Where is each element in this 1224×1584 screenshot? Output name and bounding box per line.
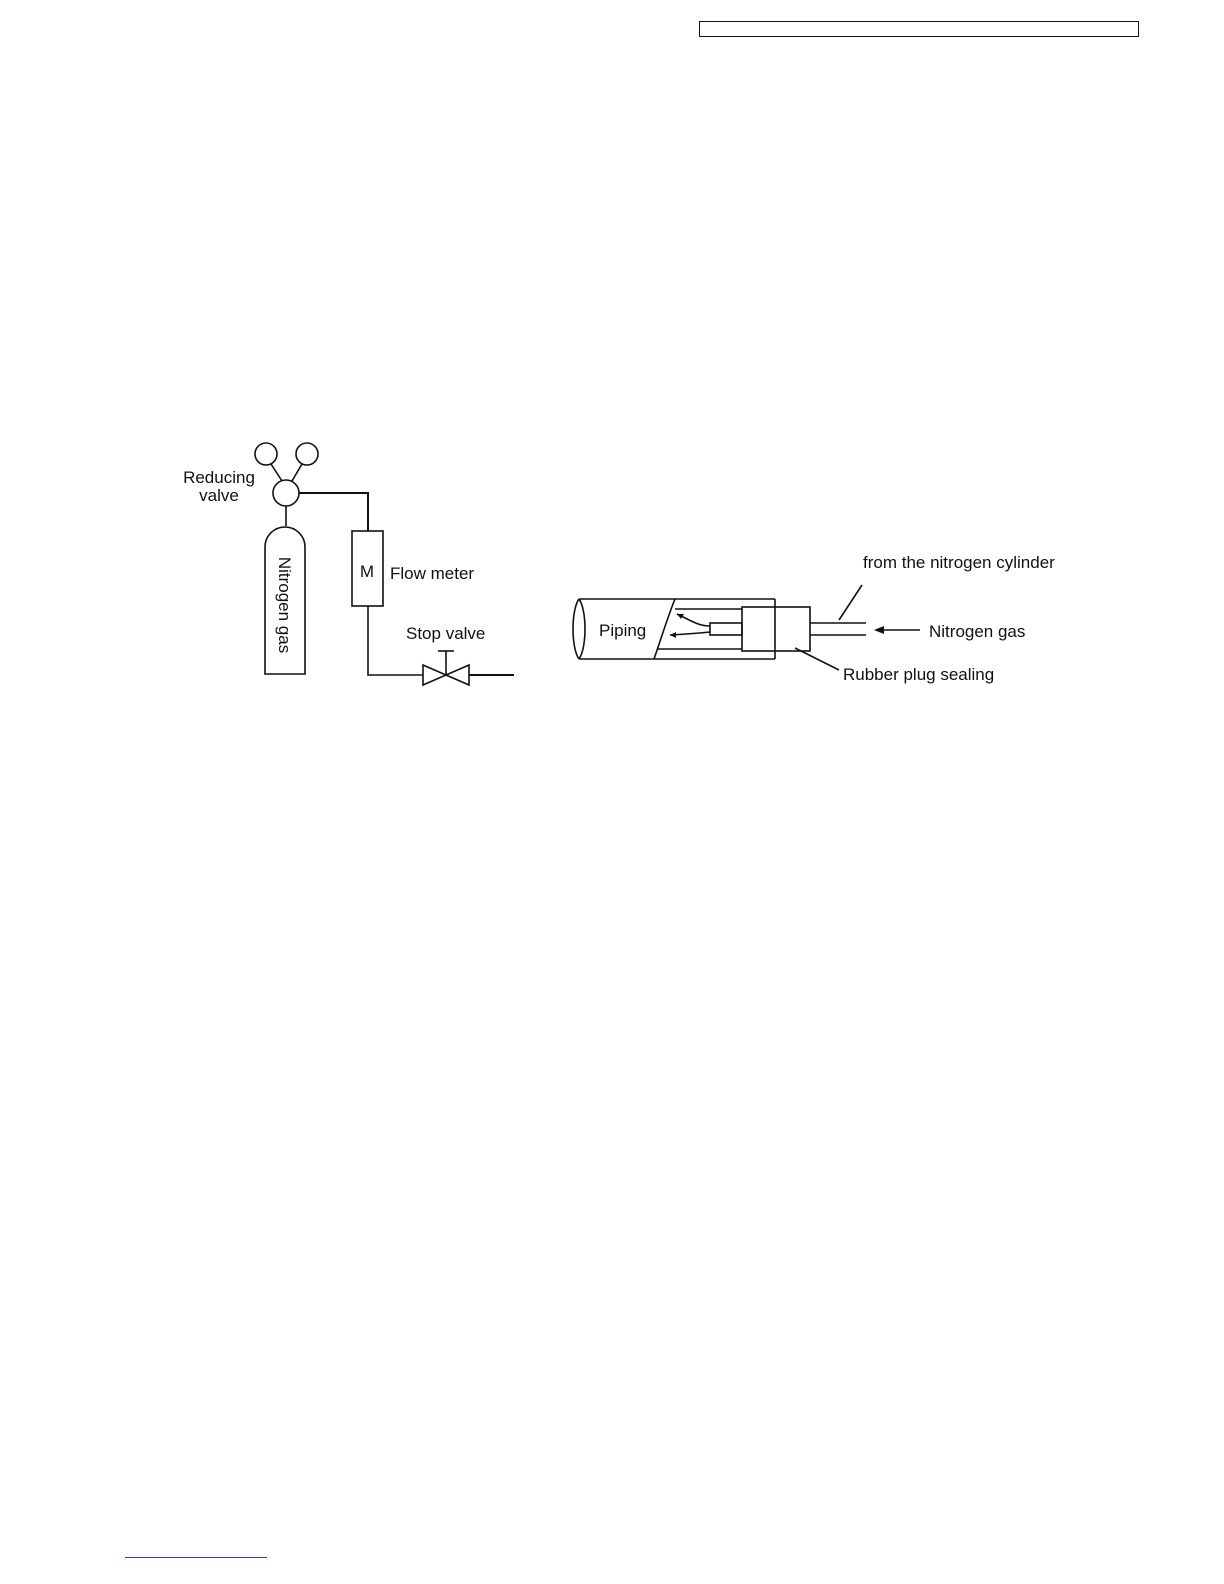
footer-link-underline[interactable] [125, 1557, 267, 1558]
pipe-cutaway [654, 599, 675, 659]
reducing-valve-label-line1: Reducing [183, 468, 255, 487]
piping-label: Piping [599, 621, 646, 640]
nitrogen-gas-arrow-label: Nitrogen gas [929, 622, 1025, 641]
rubber-plug-label: Rubber plug sealing [843, 665, 994, 684]
nozzle [710, 623, 742, 635]
meter-symbol: M [360, 562, 374, 581]
pipe-break-left [573, 599, 579, 659]
gauge-stem-left [271, 464, 282, 481]
rubber-plug [742, 607, 810, 651]
nitrogen-gas-arrowhead [874, 626, 884, 634]
spray-lower-arrowhead [670, 632, 676, 638]
reducing-valve-body [273, 480, 299, 506]
stop-valve-label: Stop valve [406, 624, 485, 643]
pipe-break-right [579, 599, 585, 659]
flow-meter-label: Flow meter [390, 564, 474, 583]
rubber-plug-leader [795, 648, 839, 670]
from-cylinder-label: from the nitrogen cylinder [863, 553, 1055, 572]
pressure-gauge-left [255, 443, 277, 465]
nitrogen-gas-cylinder-label: Nitrogen gas [275, 557, 294, 653]
reducing-valve-label-line2: valve [199, 486, 239, 505]
from-cylinder-leader [839, 585, 862, 620]
gauge-stem-right [292, 464, 302, 481]
outlet-pipe [299, 493, 368, 531]
pressure-gauge-right [296, 443, 318, 465]
